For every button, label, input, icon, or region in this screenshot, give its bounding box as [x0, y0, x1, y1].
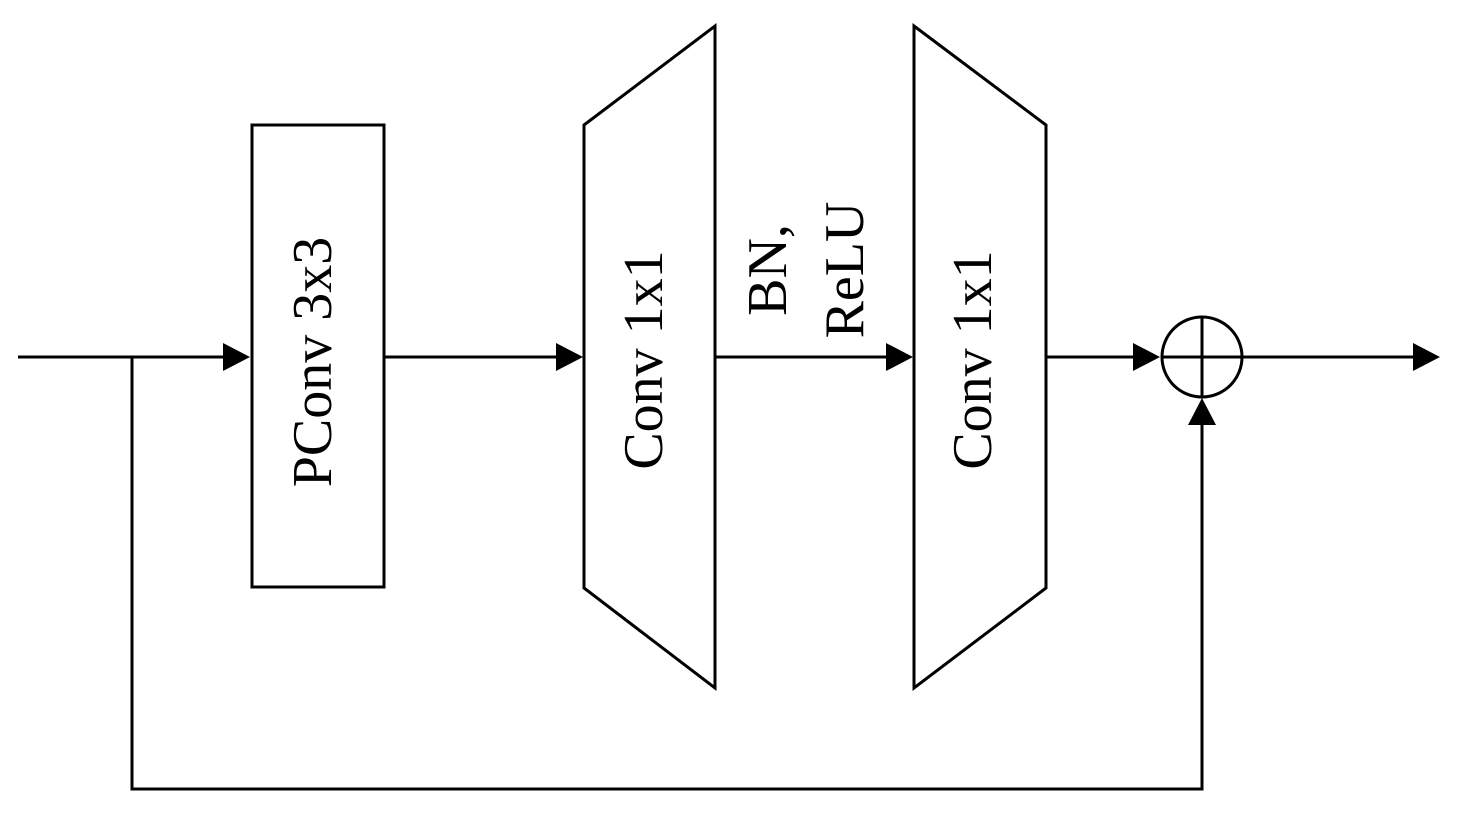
conv1-label: Conv 1x1 — [613, 250, 675, 469]
conv1-block — [582, 22, 717, 692]
pconv-label: PConv 3x3 — [282, 237, 344, 488]
arrowhead-conv1 — [556, 343, 583, 371]
bn-label: BN, — [737, 224, 799, 316]
arrowhead-pconv — [223, 343, 250, 371]
arrowhead-conv2 — [886, 343, 913, 371]
circle-plus-icon — [1160, 315, 1244, 399]
skip-connection — [130, 357, 1204, 791]
relu-label: ReLU — [814, 202, 876, 339]
conv2-block — [912, 23, 1048, 692]
pconv-block — [250, 123, 386, 589]
conv2-label: Conv 1x1 — [942, 250, 1004, 469]
arrowhead-sum — [1133, 343, 1160, 371]
arrowhead-skip — [1188, 398, 1216, 425]
arrowhead-output — [1413, 343, 1440, 371]
